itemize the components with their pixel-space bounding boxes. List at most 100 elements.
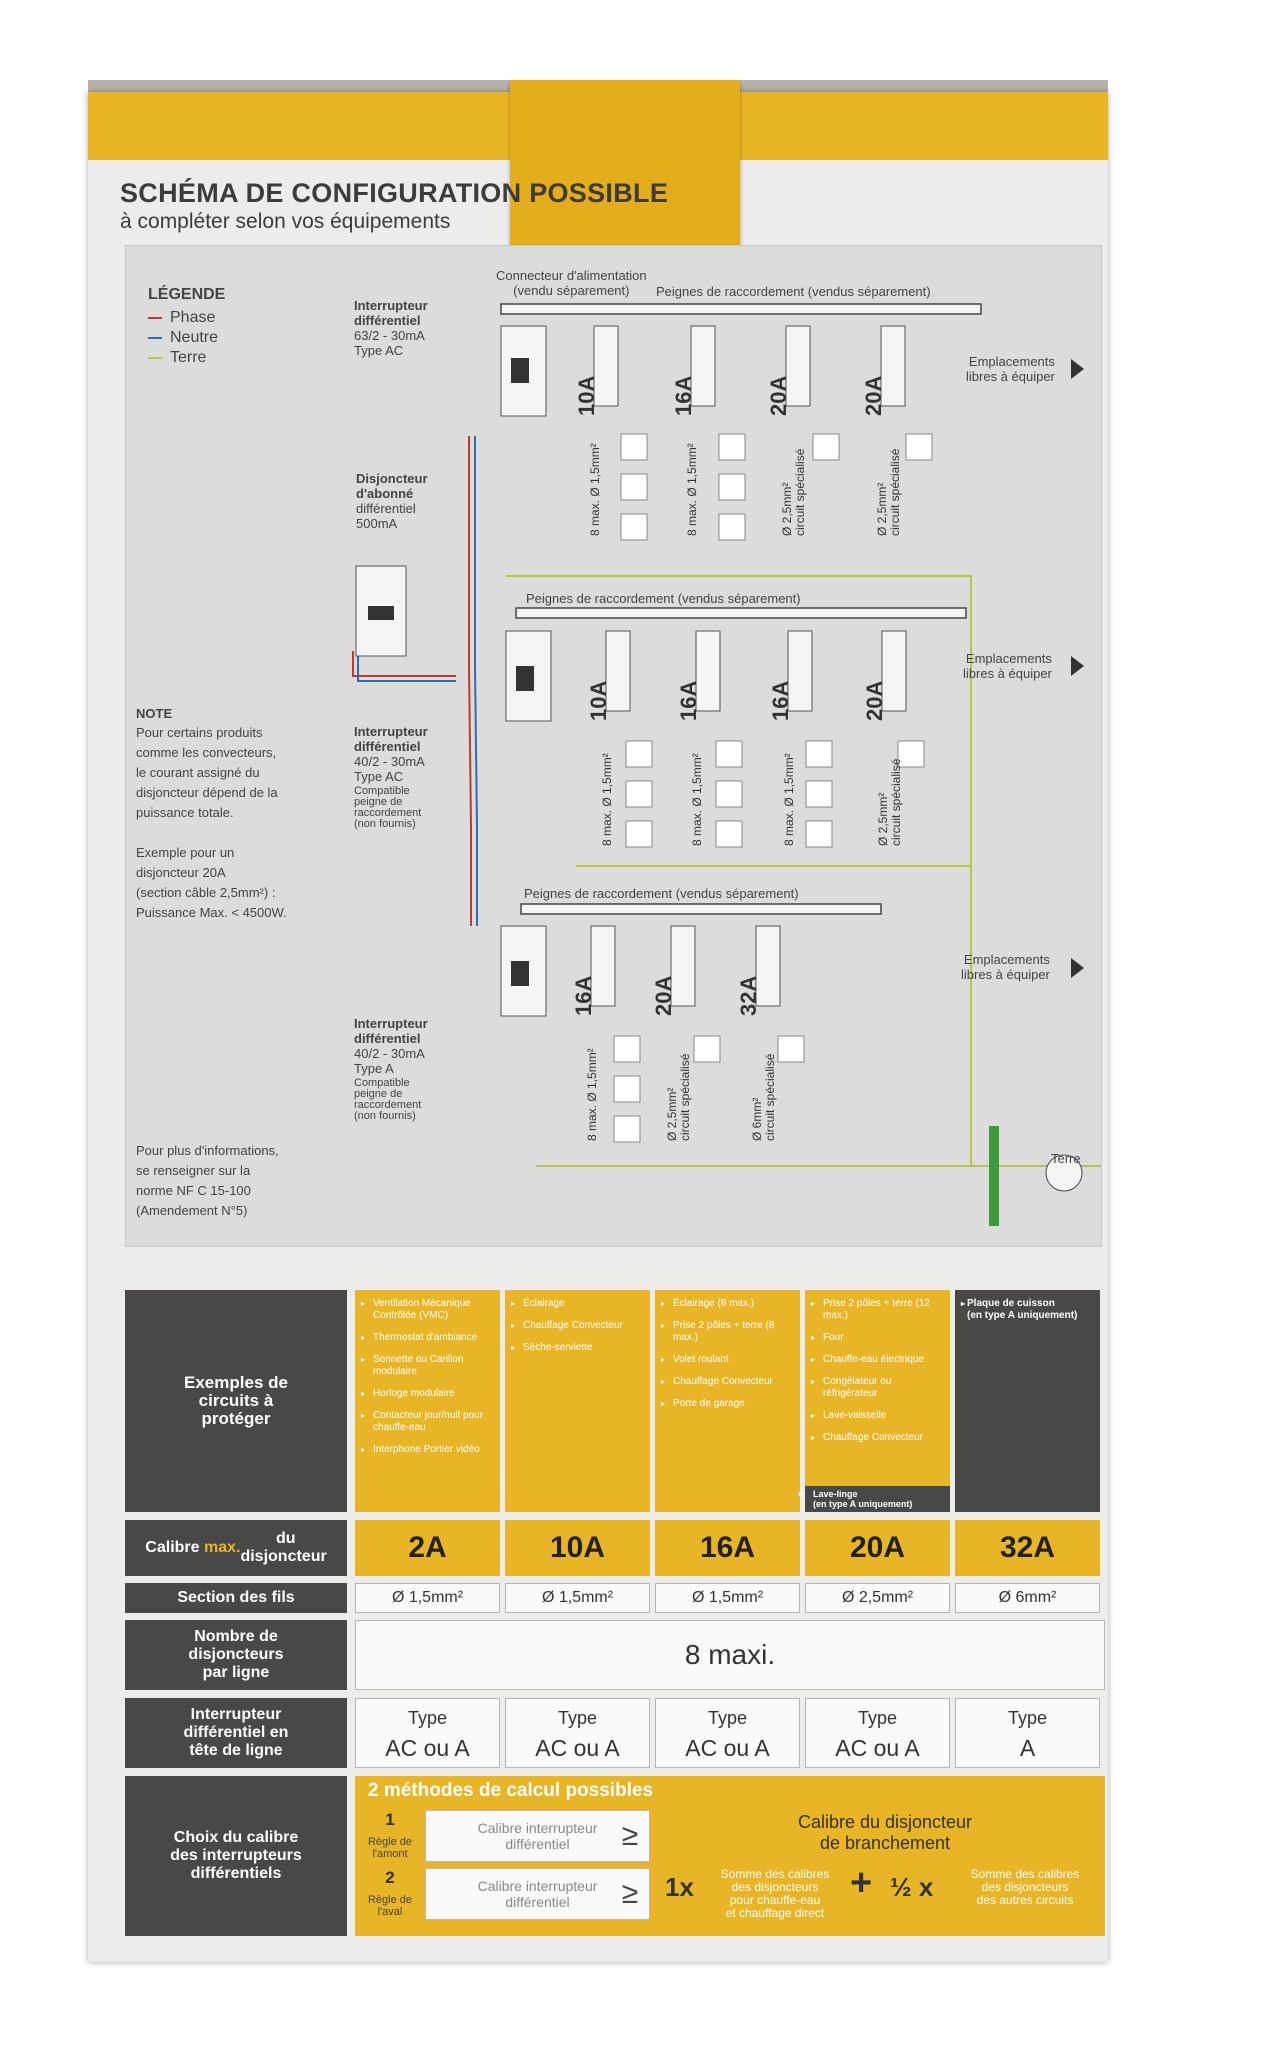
count-value: 8 maxi. — [355, 1620, 1105, 1690]
legend-item-terre: Terre — [148, 348, 218, 368]
note-text: Pour certains produits comme les convect… — [136, 725, 278, 820]
page-title: SCHÉMA DE CONFIGURATION POSSIBLE — [120, 178, 669, 208]
row2-switch-spec: 40/2 - 30mA Type AC — [354, 754, 425, 784]
example-item: Porte de garage — [661, 1398, 792, 1410]
rule1-result: Calibre du disjoncteur de branchement — [797, 1812, 973, 1853]
calibre-cell: 10A — [505, 1520, 650, 1576]
circuit-section-label: Ø 6mm² circuit spécialisé — [750, 1053, 777, 1141]
examples-cell: Ventilation Mécanique Contrôlée (VMC)The… — [355, 1290, 500, 1512]
comb-label-2: Peignes de raccordement (vendus sépareme… — [526, 591, 801, 606]
free-slots-1: Emplacements libres à équiper — [966, 354, 1055, 384]
examples-label: Exemples de circuits à protéger — [125, 1290, 347, 1512]
legend-label: Neutre — [170, 329, 219, 346]
section-cell: Ø 1,5mm² — [505, 1583, 650, 1613]
circuit-section-label: Ø 2,5mm² circuit spécialisé — [875, 448, 902, 536]
arrow-right-icon — [1071, 359, 1084, 379]
main-switch-spec: 63/2 - 30mA Type AC — [354, 328, 425, 358]
main-switch-label: Interrupteur différentiel — [354, 298, 428, 328]
circuit-section-label: 8 max. Ø 1,5mm² — [588, 443, 602, 536]
circuit-amp-label: 16A — [571, 975, 596, 1016]
arrow-right-icon — [1071, 958, 1084, 978]
plus-sign: + — [850, 1862, 873, 1904]
example-item: Contacteur jour/nuit pour chauffe-eau — [361, 1410, 492, 1434]
note-title: NOTE — [136, 706, 173, 721]
wiring-svg — [352, 303, 1101, 1226]
circuit-section-label: Ø 2,5mm² circuit spécialisé — [665, 1053, 692, 1141]
type-line2: AC ou A — [835, 1735, 920, 1761]
circuit-amp-label: 16A — [671, 375, 696, 416]
arrow-right-icon — [1071, 656, 1084, 676]
row2-compat: Compatible peigne de raccordement (non f… — [354, 785, 422, 830]
legend-title: LÉGENDE — [148, 286, 226, 303]
switch-type-label: Interrupteur différentiel en tête de lig… — [125, 1698, 347, 1768]
section-cell: Ø 6mm² — [955, 1583, 1100, 1613]
example-item: Interphone Portier vidéo — [361, 1444, 492, 1456]
rule2-label: Règle de l'aval — [367, 1894, 413, 1918]
example-item: Prise 2 pôles + terre (12 max.) — [811, 1298, 942, 1322]
type-line2: A — [1019, 1735, 1036, 1761]
example-item: Sonnette ou Carillon modulaire — [361, 1354, 492, 1378]
examples-cell: ÉclairageChauffage ConvecteurSèche-servi… — [505, 1290, 650, 1512]
type-line2: AC ou A — [535, 1735, 620, 1761]
type-line2: AC ou A — [385, 1735, 470, 1761]
type-line1: Type — [557, 1708, 598, 1728]
example-item: Chauffage Convecteur — [811, 1432, 942, 1444]
type-cell: Type AC ou A — [355, 1698, 500, 1768]
connector-label: Connecteur d'alimentation (vendu séparem… — [496, 268, 647, 298]
calibre-cell: 2A — [355, 1520, 500, 1576]
section-cell: Ø 2,5mm² — [805, 1583, 950, 1613]
example-item: Four — [811, 1332, 942, 1344]
page-subtitle: à compléter selon vos équipements — [120, 210, 451, 233]
example-item: Chauffe-eau électrique — [811, 1354, 942, 1366]
earth-label: Terre — [1051, 1151, 1081, 1166]
free-slots-2: Emplacements libres à équiper — [963, 651, 1052, 681]
circuit-section-label: 8 max. Ø 1,5mm² — [690, 753, 704, 846]
type-line1: Type — [857, 1708, 898, 1728]
rule1-geq: ≥ — [621, 1819, 639, 1852]
examples-cell: Prise 2 pôles + terre (12 max.) FourChauf… — [799, 1290, 950, 1512]
legend-item-phase: Phase — [148, 308, 218, 328]
legend-label: Phase — [170, 309, 216, 326]
circuit-amp-label: 16A — [676, 680, 701, 721]
circuit-amp-label: 20A — [862, 680, 887, 721]
circuit-section-label: 8 max. Ø 1,5mm² — [782, 753, 796, 846]
example-item: Lave-vaisselle — [811, 1410, 942, 1422]
methods-title: 2 méthodes de calcul possibles — [368, 1780, 654, 1801]
circuit-amp-label: 20A — [766, 375, 791, 416]
sum-2: Somme des calibres des disjoncteurs des … — [970, 1867, 1080, 1907]
sum-1: Somme des calibres des disjoncteurs pour… — [720, 1867, 830, 1920]
circuit-amp-label: 10A — [586, 680, 611, 721]
legend-swatch — [148, 317, 162, 319]
section-cell: Ø 1,5mm² — [655, 1583, 800, 1613]
rule2-number: 2 — [378, 1866, 402, 1890]
section-label: Section des fils — [125, 1583, 347, 1613]
example-item: Ventilation Mécanique Contrôlée (VMC) — [361, 1298, 492, 1322]
info-text: Pour plus d'informations, se renseigner … — [136, 1143, 279, 1218]
rule2-geq: ≥ — [621, 1877, 639, 1910]
rule1-number: 1 — [378, 1808, 402, 1832]
circuit-section-label: Ø 2,5mm² circuit spécialisé — [876, 758, 903, 846]
subscriber-label: Disjoncteur d'abonné — [356, 471, 428, 501]
circuit-section-label: 8 max. Ø 1,5mm² — [685, 443, 699, 536]
example-item: Sèche-serviette — [511, 1342, 642, 1354]
choice-label: Choix du calibre des interrupteurs diffé… — [125, 1776, 347, 1936]
coef-1x: 1x — [665, 1872, 694, 1902]
type-cell: Type AC ou A — [805, 1698, 950, 1768]
circuit-amp-label: 20A — [651, 975, 676, 1016]
example-footnote: Lave-linge (en type A uniquement) — [799, 1486, 950, 1512]
type-line1: Type — [407, 1708, 448, 1728]
example-item: Chauffage Convecteur — [511, 1320, 642, 1332]
row3-switch-label: Interrupteur différentiel — [354, 1016, 428, 1046]
calibre-label: Calibre max. du disjoncteur — [125, 1520, 347, 1576]
example-item: Chauffage Convecteur — [661, 1376, 792, 1388]
row2-switch-label: Interrupteur différentiel — [354, 724, 428, 754]
example-item: Volet roulant — [661, 1354, 792, 1366]
legend-swatch — [148, 337, 162, 339]
type-line2: AC ou A — [685, 1735, 770, 1761]
circuit-amp-label: 16A — [768, 680, 793, 721]
row3-switch-spec: 40/2 - 30mA Type A — [354, 1046, 425, 1076]
example-item: Éclairage (8 max.) — [661, 1298, 792, 1310]
